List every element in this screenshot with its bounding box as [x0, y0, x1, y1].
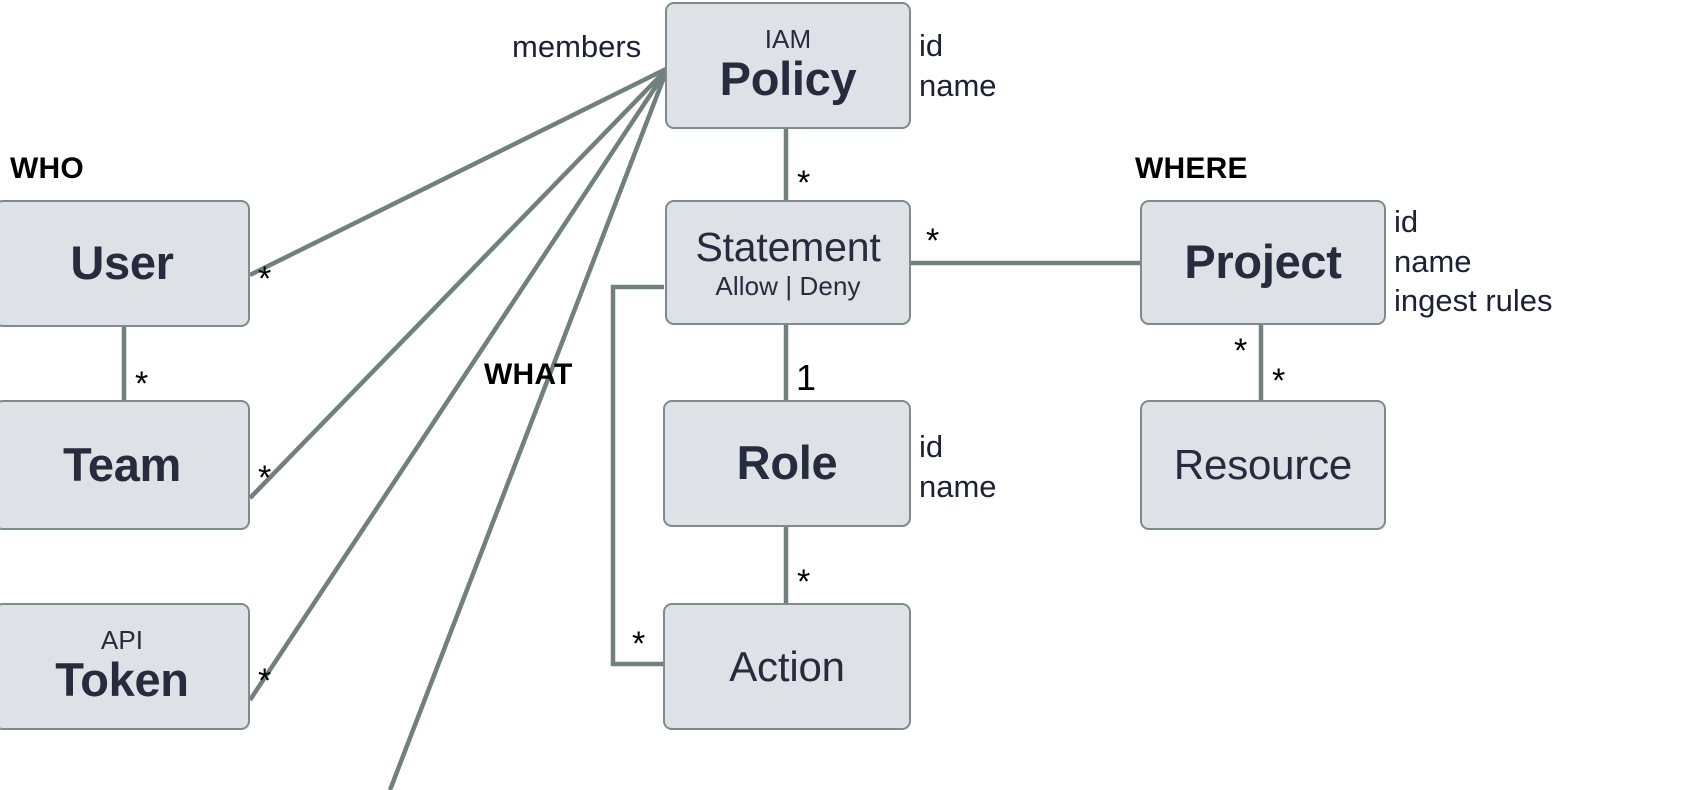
- attributes-policy: id name: [919, 26, 997, 105]
- node-api-token-title: Token: [55, 652, 189, 706]
- connector-fan-extra: [387, 71, 669, 790]
- cardinality-statement-action: *: [632, 625, 646, 663]
- connector-user-policy: [249, 66, 667, 278]
- cardinality-project-resource-bottom: *: [1272, 362, 1286, 400]
- node-policy[interactable]: IAM Policy: [665, 2, 911, 129]
- cardinality-project-resource-top: *: [1234, 332, 1248, 370]
- attribute-project-id: id: [1394, 204, 1419, 239]
- node-team[interactable]: Team: [0, 400, 250, 530]
- connector-token-policy: [248, 69, 668, 702]
- cardinality-role-action: *: [797, 563, 811, 601]
- group-label-what: WHAT: [484, 358, 573, 391]
- cardinality-statement-role: 1: [796, 357, 817, 398]
- attribute-policy-id: id: [919, 28, 944, 63]
- node-policy-subtitle: IAM: [764, 24, 812, 55]
- node-action[interactable]: Action: [663, 603, 911, 730]
- node-team-title: Team: [62, 437, 182, 491]
- node-resource-title: Resource: [1173, 441, 1353, 489]
- cardinality-policy-statement: *: [797, 164, 811, 202]
- edge-label-members: members: [512, 29, 642, 64]
- attribute-project-name: name: [1394, 243, 1472, 279]
- cardinality-user-team: *: [135, 365, 149, 403]
- node-project-title: Project: [1184, 235, 1342, 289]
- node-action-title: Action: [729, 642, 845, 690]
- connector-team-policy: [248, 68, 668, 500]
- group-label-who: WHO: [10, 152, 84, 185]
- node-api-token-subtitle: API: [100, 625, 144, 656]
- node-statement-detail: Allow | Deny: [715, 270, 861, 301]
- node-statement[interactable]: Statement Allow | Deny: [665, 200, 911, 325]
- node-project[interactable]: Project: [1140, 200, 1386, 325]
- cardinality-user-policy: *: [258, 260, 272, 298]
- node-role[interactable]: Role: [663, 400, 911, 527]
- attribute-role-id: id: [919, 429, 944, 464]
- node-policy-title: Policy: [719, 51, 857, 105]
- node-role-title: Role: [736, 436, 838, 490]
- attribute-policy-name: name: [919, 67, 997, 103]
- node-user-title: User: [70, 236, 174, 290]
- attribute-project-ingest-rules: ingest rules: [1394, 283, 1553, 319]
- cardinality-team-policy: *: [258, 459, 272, 497]
- attributes-role: id name: [919, 427, 997, 506]
- node-user[interactable]: User: [0, 200, 250, 327]
- cardinality-token-policy: *: [258, 662, 272, 700]
- node-statement-title: Statement: [695, 223, 881, 270]
- cardinality-statement-project: *: [926, 222, 940, 260]
- attribute-role-name: name: [919, 468, 997, 504]
- node-api-token[interactable]: API Token: [0, 603, 250, 730]
- connector-statement-action: [610, 284, 664, 667]
- group-label-where: WHERE: [1135, 152, 1248, 185]
- node-resource[interactable]: Resource: [1140, 400, 1386, 530]
- attributes-project: id name ingest rules: [1394, 202, 1553, 321]
